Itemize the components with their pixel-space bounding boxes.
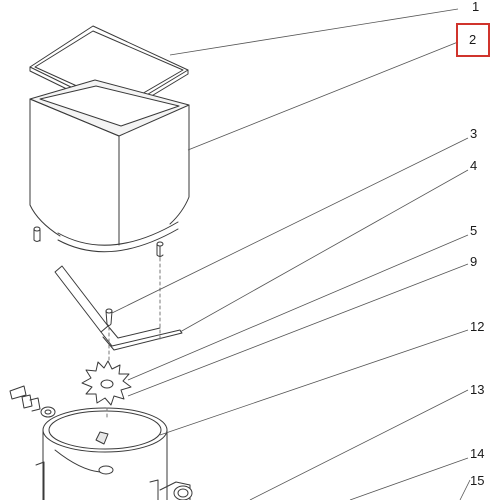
callout-label-2[interactable]: 2 — [469, 32, 477, 47]
base-housing-part — [35, 407, 193, 500]
leader-line-3 — [111, 137, 469, 314]
leader-line-2 — [187, 41, 459, 151]
callout-label-13[interactable]: 13 — [470, 382, 485, 397]
hopper-body-part — [29, 79, 190, 258]
side-fittings-part — [9, 385, 56, 418]
callout-label-12[interactable]: 12 — [470, 319, 485, 334]
leader-line-9 — [127, 263, 469, 397]
star-agitator-part — [81, 360, 132, 406]
callout-label-14[interactable]: 14 — [470, 446, 485, 461]
leader-line-13 — [249, 389, 469, 500]
leader-line-15 — [459, 479, 471, 500]
callout-label-9[interactable]: 9 — [470, 254, 478, 269]
assembly-axis-lines — [106, 257, 161, 421]
callout-label-15[interactable]: 15 — [470, 473, 485, 488]
callout-label-3[interactable]: 3 — [470, 126, 478, 141]
leader-line-1 — [169, 8, 459, 56]
bracket-arm-part — [54, 265, 183, 351]
leader-line-14 — [349, 457, 469, 500]
leader-line-5 — [127, 234, 469, 381]
leader-line-4 — [179, 169, 469, 333]
highlighted-callout-box — [456, 23, 490, 57]
leader-lines — [111, 8, 471, 500]
screw-part — [105, 308, 113, 326]
callout-label-1[interactable]: 1 — [472, 0, 480, 14]
callout-label-5[interactable]: 5 — [470, 223, 478, 238]
callout-label-4[interactable]: 4 — [470, 158, 478, 173]
leader-line-12 — [159, 329, 469, 436]
